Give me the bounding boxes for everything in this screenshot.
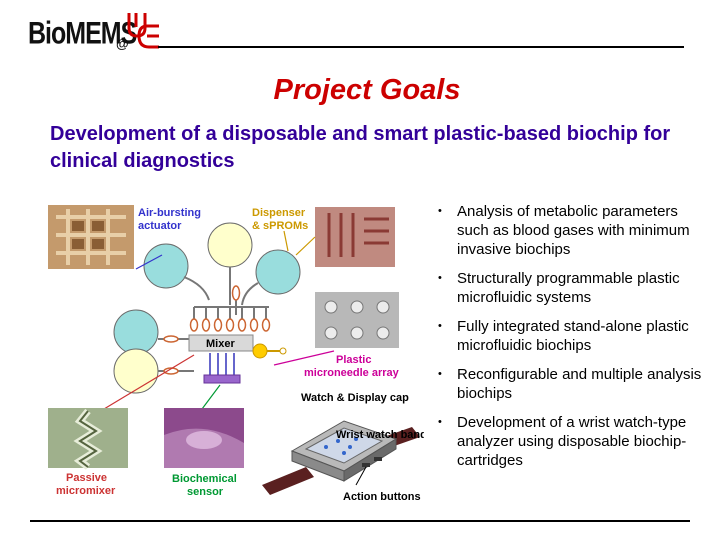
watch-cap-label: Watch & Display cap bbox=[301, 392, 409, 404]
air-bursting-label-line2: actuator bbox=[138, 220, 182, 232]
dispenser-label-line2: & sPROMs bbox=[252, 220, 308, 232]
sensor-electrode bbox=[203, 374, 241, 384]
wrist-band-label: Wrist watch band bbox=[336, 429, 424, 441]
logo: BioMEMS @ bbox=[28, 10, 159, 52]
reservoir-circle bbox=[255, 249, 301, 295]
plastic-label-line1: Plastic bbox=[336, 354, 371, 366]
bullet-text: Fully integrated stand-alone plastic mic… bbox=[457, 318, 689, 354]
mixer-label: Mixer bbox=[206, 338, 235, 350]
footer-rule bbox=[30, 520, 690, 522]
biochemical-sensor-photo bbox=[164, 408, 244, 468]
air-bursting-actuator-photo bbox=[48, 205, 134, 269]
list-item: • Reconfigurable and multiple analysis bi… bbox=[435, 365, 710, 403]
list-item: • Development of a wrist watch-type analy… bbox=[435, 413, 710, 470]
biochemical-label-line1: Biochemical bbox=[172, 473, 237, 485]
plastic-label-line2: microneedle array bbox=[304, 367, 400, 379]
logo-at-sign: @ bbox=[116, 36, 129, 51]
wrist-watch-illustration bbox=[262, 420, 420, 495]
bullet-marker: • bbox=[438, 416, 442, 428]
microfluidic-channels bbox=[158, 267, 269, 372]
reservoir-circle bbox=[143, 243, 189, 289]
dispenser-label-line1: Dispenser bbox=[252, 207, 306, 219]
logo-text: BioMEMS bbox=[28, 16, 137, 51]
reservoir-circle bbox=[113, 309, 159, 355]
biochip-system-figure: Air-bursting actuator Dispenser & sPROMs bbox=[48, 205, 424, 503]
bullet-marker: • bbox=[438, 272, 442, 284]
air-bursting-label-line1: Air-bursting bbox=[138, 207, 201, 219]
passive-micromixer-photo bbox=[48, 408, 128, 470]
reservoir-circle bbox=[113, 348, 159, 394]
bullet-marker: • bbox=[438, 205, 442, 217]
bullet-text: Development of a wrist watch-type analyz… bbox=[457, 414, 687, 469]
bullet-text: Analysis of metabolic parameters such as… bbox=[457, 203, 690, 258]
reservoir-circle bbox=[207, 222, 253, 268]
passive-label-line2: micromixer bbox=[56, 485, 116, 497]
list-item: • Fully integrated stand-alone plastic mi… bbox=[435, 317, 710, 355]
uc-logo-icon bbox=[127, 13, 159, 49]
list-item: • Analysis of metabolic parameters such a… bbox=[435, 202, 710, 259]
dispenser-photo bbox=[315, 207, 395, 267]
mixer-block bbox=[188, 334, 254, 352]
bullet-text: Structurally programmable plastic microf… bbox=[457, 270, 680, 306]
biochemical-label-line2: sensor bbox=[187, 486, 224, 498]
header-rule bbox=[158, 46, 684, 48]
bullet-marker: • bbox=[438, 320, 442, 332]
bullet-text: Reconfigurable and multiple analysis bio… bbox=[457, 366, 702, 402]
page-subtitle: Development of a disposable and smart pl… bbox=[50, 123, 671, 172]
bullet-marker: • bbox=[438, 368, 442, 380]
page-title: Project Goals bbox=[273, 74, 461, 106]
goals-list: • Analysis of metabolic parameters such a… bbox=[435, 202, 710, 480]
passive-label-line1: Passive bbox=[66, 472, 107, 484]
microneedle-array-photo bbox=[315, 292, 399, 348]
action-buttons-label: Action buttons bbox=[343, 491, 421, 503]
list-item: • Structurally programmable plastic micro… bbox=[435, 269, 710, 307]
outlet-dot bbox=[252, 343, 268, 359]
